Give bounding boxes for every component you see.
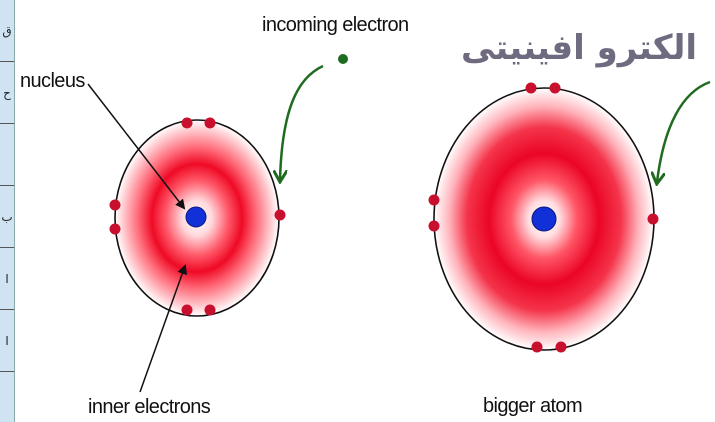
electron: [428, 194, 440, 206]
small-atom: [109, 117, 286, 317]
strip-cell: ح: [0, 62, 14, 124]
strip-cell: ا: [0, 310, 14, 372]
strip-cell: ب: [0, 186, 14, 248]
electron: [531, 341, 543, 353]
label-incoming-electron: incoming electron: [262, 14, 409, 36]
electron: [428, 220, 440, 232]
electron: [109, 223, 121, 235]
electron: [555, 341, 567, 353]
label-nucleus: nucleus: [20, 70, 85, 92]
electron: [204, 117, 216, 129]
electron: [204, 304, 216, 316]
label-bigger-atom: bigger atom: [483, 395, 583, 417]
small-nucleus: [185, 206, 207, 228]
electron: [647, 213, 659, 225]
strip-cell: ا: [0, 248, 14, 310]
big-atom: [428, 82, 659, 353]
electron: [525, 82, 537, 94]
arabic-title: الكترو افينيتى: [460, 28, 697, 68]
electron: [109, 199, 121, 211]
incoming-arrow-big: [657, 80, 711, 182]
big-nucleus: [531, 206, 557, 232]
label-inner-electrons: inner electrons: [88, 396, 211, 418]
left-table-strip: ق ح ب ا ا: [0, 0, 15, 422]
inner-electrons-pointer-arrow: [139, 264, 188, 393]
strip-cell: ق: [0, 0, 14, 62]
electron: [549, 82, 561, 94]
nucleus-pointer-arrow: [87, 83, 186, 210]
electron: [181, 117, 193, 129]
incoming-electron-dot: [338, 54, 348, 64]
electron: [274, 209, 286, 221]
incoming-arrow-small: [280, 64, 324, 180]
strip-cell: [0, 124, 14, 186]
electron: [181, 304, 193, 316]
